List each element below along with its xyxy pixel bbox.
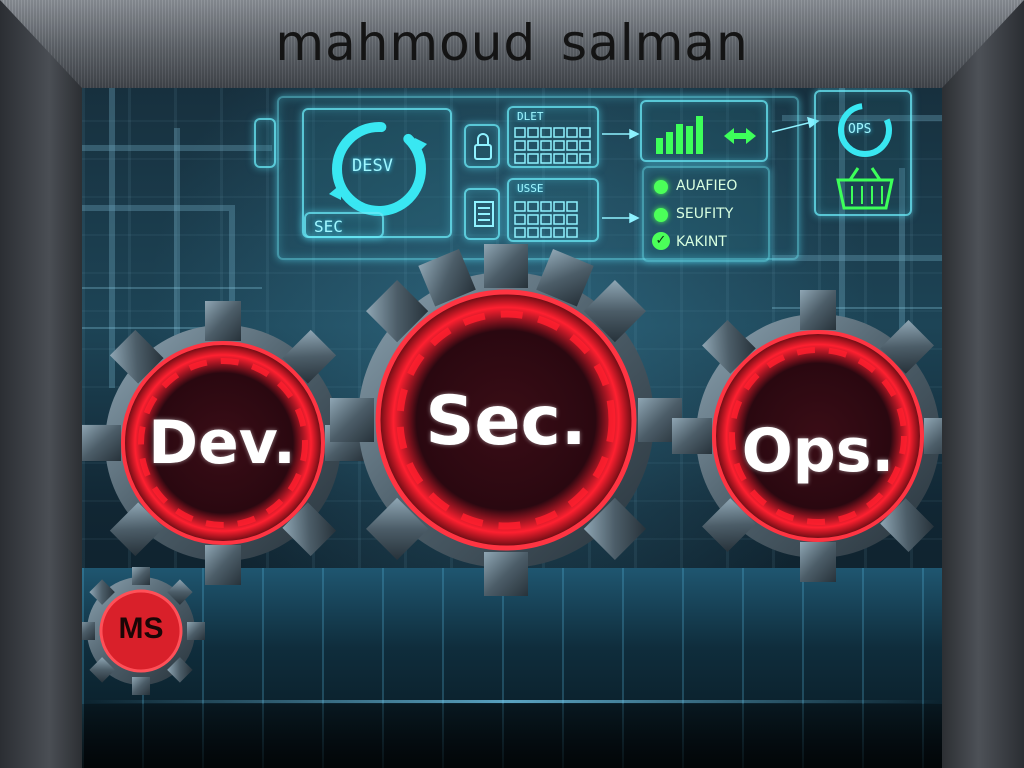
sec-tag: SEC — [304, 212, 384, 238]
cycle-label: DESV — [352, 156, 393, 176]
ops-label: OPS — [848, 122, 872, 137]
grid-panel-top: DLET — [507, 106, 599, 168]
status-dot-icon — [654, 180, 668, 194]
bar-graph-icon — [656, 116, 703, 154]
status-item-label: SEUFITY — [676, 206, 734, 222]
status-item-label: AUAFIEO — [676, 178, 738, 194]
banner-title: mahmoud salman — [275, 14, 749, 72]
sec-label: Sec. — [425, 382, 587, 461]
basket-icon — [836, 167, 894, 210]
frame-top-bevel — [0, 0, 1024, 88]
devsecops-cycle-panel: DESV — [302, 108, 452, 238]
status-panel: AUAFIEO SEUFITY ✓ KAKINT — [642, 166, 770, 262]
factory-scene: DESV SEC DLET USSE — [82, 88, 942, 768]
frame-right-bevel — [942, 0, 1024, 768]
frame-left-bevel — [0, 0, 82, 768]
grid-panel-bottom: USSE — [507, 178, 599, 242]
grid-icon — [514, 201, 578, 238]
ops-label: Ops. — [741, 416, 895, 486]
dev-gear-icon — [82, 301, 365, 585]
ops-cycle-icon — [838, 103, 892, 157]
floor-light-strip — [82, 700, 942, 703]
dashboard-left-tab — [254, 118, 276, 168]
document-icon-panel — [464, 188, 500, 240]
floor-reflection — [82, 704, 942, 768]
grid-icon — [514, 127, 591, 164]
ops-panel: OPS — [814, 90, 912, 216]
document-icon — [474, 201, 494, 227]
ms-gear-icon — [82, 567, 205, 695]
metrics-panel — [640, 100, 768, 162]
lock-icon — [474, 133, 492, 160]
dev-label: Dev. — [148, 408, 296, 478]
flow-arrows — [602, 116, 820, 224]
checkmark-icon: ✓ — [652, 232, 670, 250]
lock-icon-panel — [464, 124, 500, 168]
cycle-arrows-icon — [329, 122, 427, 216]
double-arrow-icon — [724, 128, 756, 144]
ops-gear-icon — [672, 290, 942, 582]
sec-gear-icon — [330, 244, 682, 596]
ms-label: MS — [118, 612, 164, 645]
status-dot-icon — [654, 208, 668, 222]
status-item-label: KAKINT — [676, 234, 727, 250]
